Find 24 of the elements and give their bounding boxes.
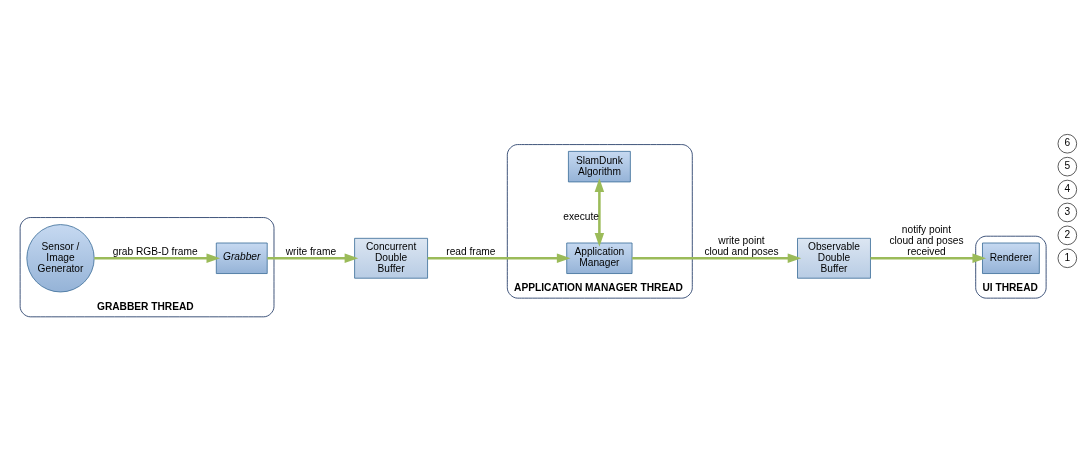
- node-box: Renderer: [982, 242, 1040, 274]
- label: 2: [1064, 228, 1071, 240]
- arrow: [267, 253, 359, 263]
- node-box: Observable Double Buffer: [797, 237, 871, 279]
- node-box: Concurrent Double Buffer: [354, 237, 428, 279]
- edge-label: read frame: [446, 245, 496, 257]
- edge-label: notify point cloud and poses received: [889, 223, 964, 257]
- label: 4: [1064, 182, 1071, 194]
- edge-label: write frame: [285, 245, 337, 257]
- label: 6: [1064, 136, 1071, 148]
- arrow: [594, 177, 605, 247]
- label: 3: [1064, 205, 1071, 217]
- node-box: Application Manager: [566, 242, 633, 274]
- edge-label: grab RGB-D frame: [112, 245, 198, 257]
- arrow: [870, 253, 987, 263]
- arrow: [427, 253, 571, 263]
- arrow: [94, 253, 221, 263]
- label: 1: [1064, 251, 1071, 263]
- node-circle: Sensor / Image Generator: [26, 223, 95, 292]
- label: 5: [1064, 159, 1071, 171]
- edge-label: write point cloud and poses: [704, 234, 779, 257]
- node-box: SlamDunk Algorithm: [568, 150, 631, 182]
- node-box: Grabber: [215, 242, 268, 274]
- arrow: [632, 253, 802, 263]
